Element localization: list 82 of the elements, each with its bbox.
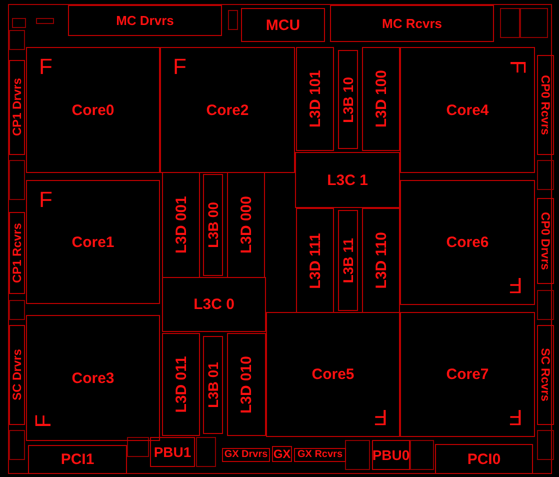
block-label: L3B 01 [206,362,220,408]
block-label: GX Drvrs [224,450,268,460]
interface-block [150,437,195,467]
cache-block [227,172,265,278]
cache-block [296,208,334,313]
block-label: L3D 000 [238,196,254,254]
block-label: L3B 00 [206,202,220,248]
block-label: L3B 11 [341,238,355,284]
cache-block [362,208,400,313]
cache-block [203,336,223,434]
block-label: CP0 Rcvrs [540,74,552,136]
block-label: MC Drvrs [116,14,174,27]
cache-block [362,47,400,151]
cache-block [162,277,266,332]
block-label: PCI1 [60,452,94,467]
block-label: CP0 Drvrs [540,212,552,270]
orientation-mark: F [508,406,522,428]
controller-block [241,8,325,42]
interface-block [9,325,25,425]
block-label: PCI0 [467,452,501,466]
orientation-mark: F [32,414,55,428]
block-label: PBU1 [154,445,192,459]
core-block [160,47,295,173]
block-label: SC Rcvrs [540,348,552,402]
interface-block [537,325,554,425]
block-label: CP1 Drvrs [11,78,23,137]
block-label: L3D 110 [374,232,388,289]
core-block [26,180,160,304]
interface-block [537,55,554,155]
interface-block [372,440,410,470]
cache-block [295,152,400,208]
core-block [400,312,535,437]
block-label: CP1 Rcvrs [11,222,23,284]
cache-block [338,50,358,149]
orientation-mark: F [506,60,528,74]
interface-block [435,444,533,474]
block-label: L3D 011 [174,356,188,413]
block-label: L3D 101 [308,70,322,128]
block-label: Core5 [312,367,354,382]
cache-block [296,47,334,151]
core-block [400,47,535,173]
block-label: Core3 [72,370,114,386]
block-label: L3B 10 [341,76,355,122]
interface-block [9,212,25,294]
core-block [26,315,160,441]
block-label: L3D 001 [174,196,188,254]
block-label: MC Rcvrs [382,17,442,30]
orientation-mark: F [39,189,52,211]
interface-block [68,5,222,36]
cache-block [227,333,266,436]
interface-block [9,60,25,155]
cache-block [203,174,223,276]
block-label: MCU [266,18,300,32]
cache-block [162,333,200,436]
block-label: GX Rcvrs [297,450,343,460]
block-label: Core7 [446,367,489,382]
block-label: PBU0 [372,448,410,462]
block-label: Core0 [72,102,114,118]
interface-block [537,198,554,284]
block-label: GX [273,448,291,460]
block-label: L3C 1 [327,172,368,188]
orientation-mark: F [39,56,52,78]
block-label: L3C 0 [194,297,234,312]
block-label: L3D 010 [239,356,254,414]
interface-block [294,448,346,462]
interface-block [28,445,127,474]
block-label: L3D 111 [308,232,322,288]
interface-block [330,5,494,42]
block-label: Core1 [72,234,114,250]
orientation-mark: F [508,274,522,296]
core-block [400,180,535,305]
cache-block [162,172,200,278]
block-label: Core4 [446,102,489,118]
core-block [266,312,400,437]
block-label: Core6 [446,235,489,250]
block-label: L3D 100 [374,70,388,128]
block-label: Core2 [206,102,249,118]
orientation-mark: F [173,56,186,78]
core-block [26,47,160,173]
orientation-mark: F [374,406,387,428]
block-label: SC Drvrs [11,349,23,401]
cache-block [338,210,358,311]
